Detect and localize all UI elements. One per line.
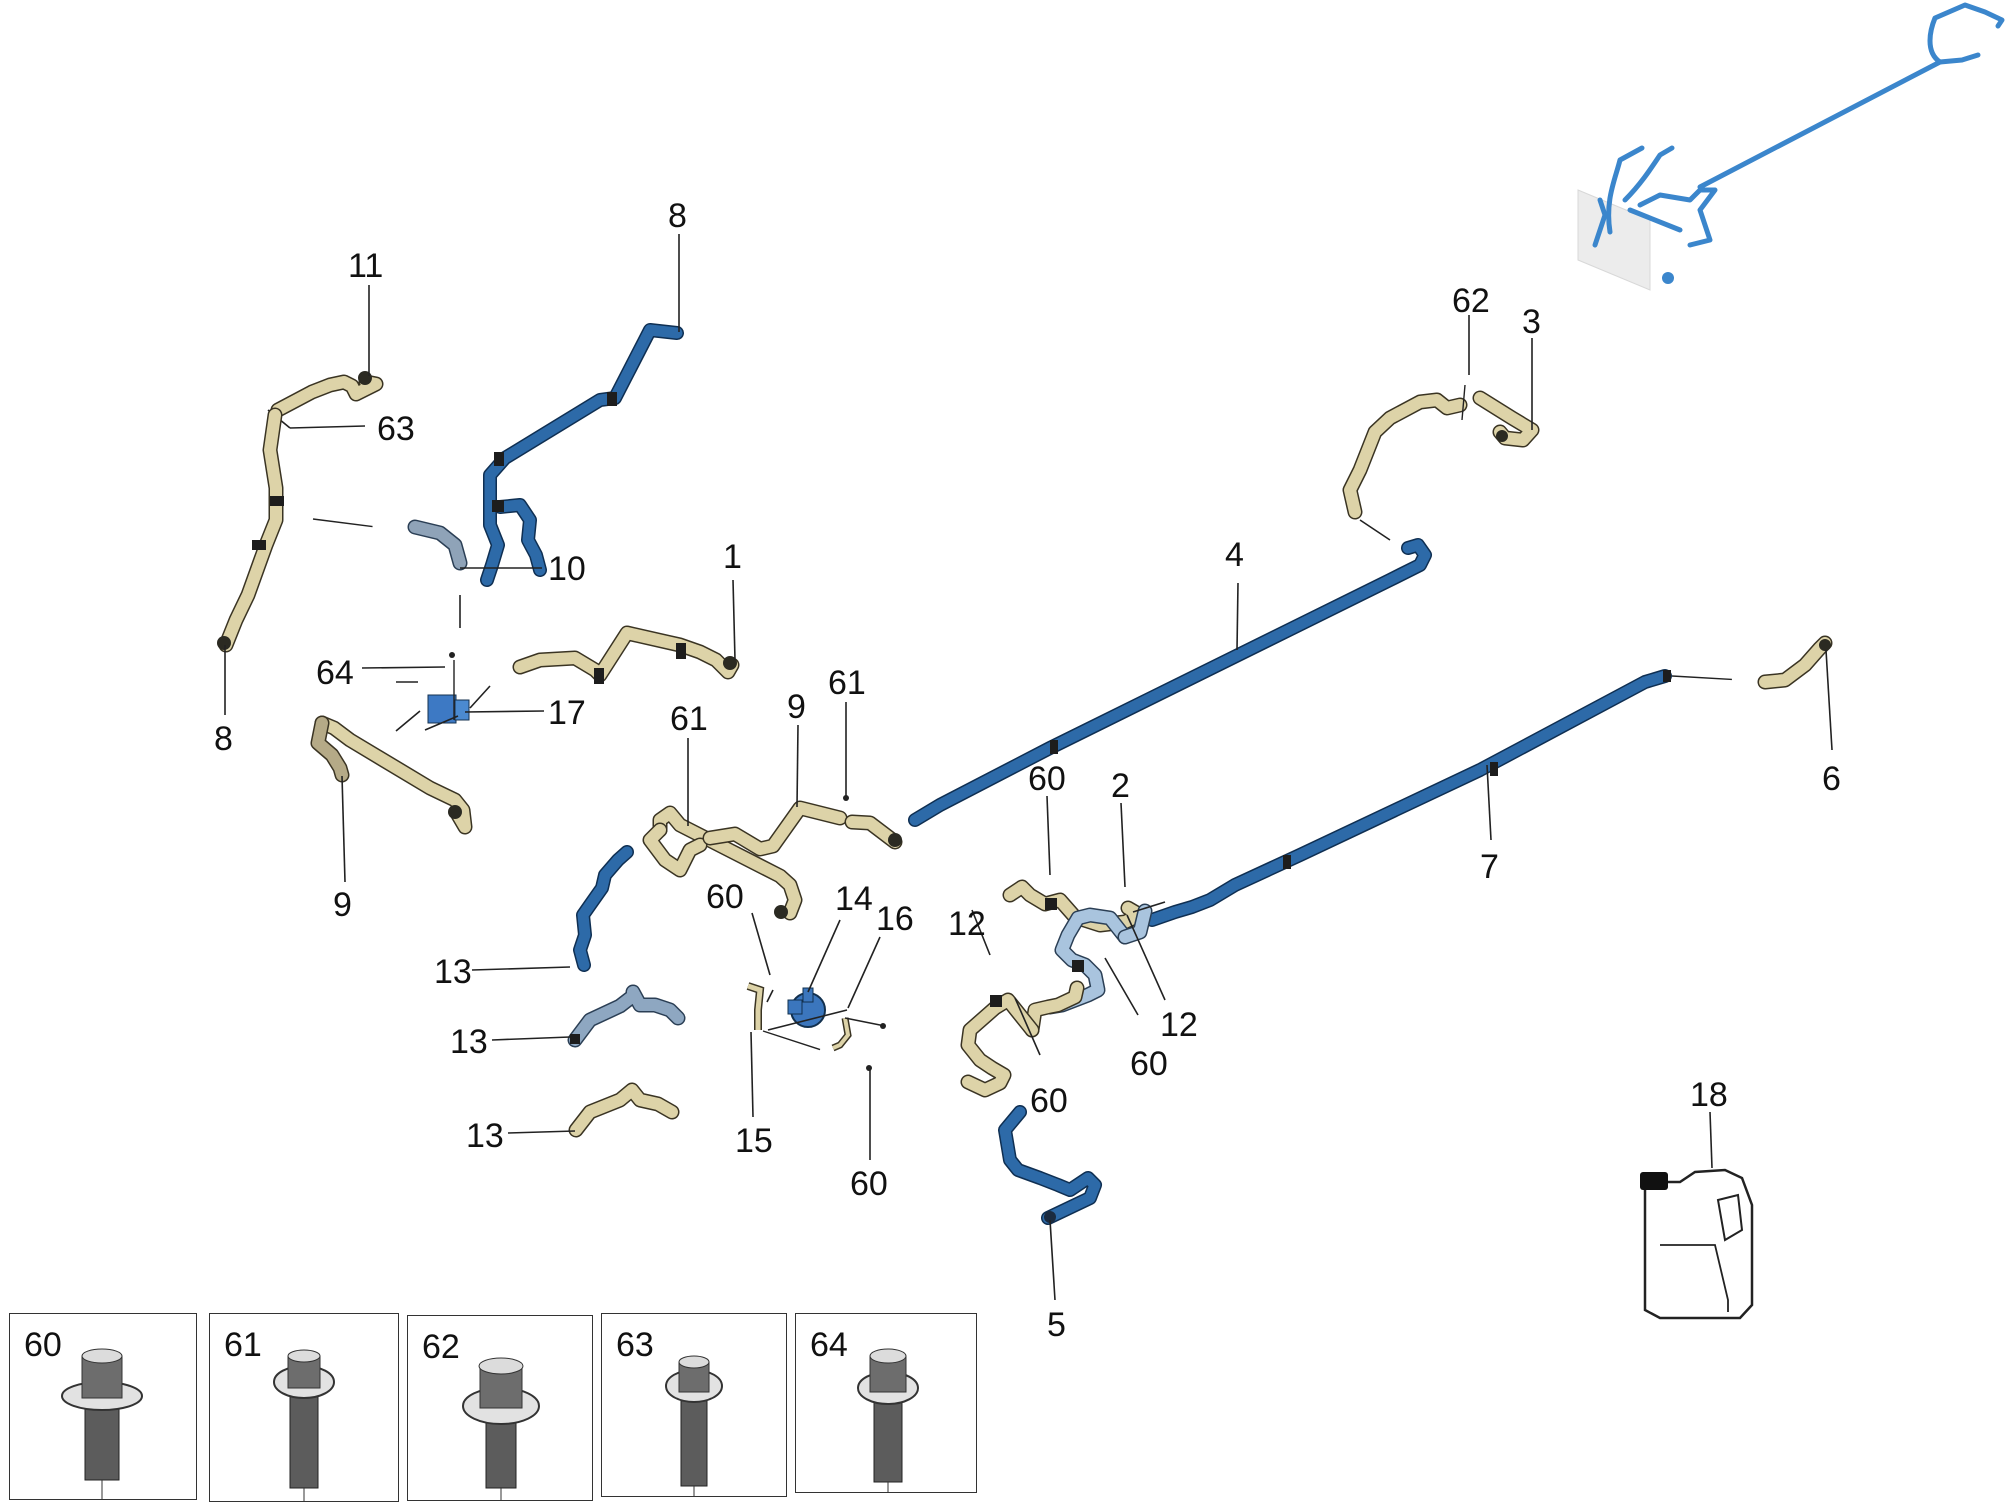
callout-2: 2 bbox=[1111, 767, 1130, 805]
bolt-icon bbox=[857, 1348, 919, 1492]
callout-12-left: 12 bbox=[948, 905, 986, 943]
bolt-icon bbox=[273, 1349, 335, 1501]
callout-13-tan: 13 bbox=[466, 1117, 504, 1155]
part-12-tan-hose bbox=[960, 980, 1085, 1098]
part-11-hose bbox=[270, 371, 384, 418]
callout-5: 5 bbox=[1047, 1306, 1066, 1344]
callout-9-left: 9 bbox=[333, 886, 352, 924]
fastener-box-61: 61 bbox=[209, 1313, 399, 1502]
callout-61-right: 61 bbox=[828, 664, 866, 702]
callout-63: 63 bbox=[377, 410, 415, 448]
callout-60-d: 60 bbox=[706, 878, 744, 916]
part-1-hose bbox=[512, 625, 740, 684]
bolt-icon bbox=[462, 1357, 540, 1500]
callout-3: 3 bbox=[1522, 303, 1541, 341]
part-3-hose bbox=[1342, 384, 1540, 520]
part-8-tan-hose bbox=[217, 407, 284, 653]
fastener-box-62: 62 bbox=[407, 1315, 593, 1501]
callout-12-right: 12 bbox=[1160, 1006, 1198, 1044]
part-10-hose bbox=[407, 519, 468, 571]
part-13-light-blue-hose bbox=[567, 984, 686, 1048]
callout-1: 1 bbox=[723, 538, 742, 576]
callout-9-center: 9 bbox=[787, 688, 806, 726]
part-9-left-hose bbox=[310, 715, 473, 835]
fastener-box-63: 63 bbox=[601, 1313, 787, 1497]
callout-17: 17 bbox=[548, 694, 586, 732]
callout-14: 14 bbox=[835, 880, 873, 918]
bolt-icon bbox=[665, 1355, 723, 1496]
callout-13-blue: 13 bbox=[434, 953, 472, 991]
fastener-number: 64 bbox=[810, 1326, 848, 1364]
fastener-number: 62 bbox=[422, 1328, 460, 1366]
part-12-light-blue-hose bbox=[1042, 903, 1153, 1015]
callout-8-lower: 8 bbox=[214, 720, 233, 758]
callout-62: 62 bbox=[1452, 282, 1490, 320]
callout-16: 16 bbox=[876, 900, 914, 938]
part-15-bracket bbox=[746, 982, 765, 1030]
fastener-number: 61 bbox=[224, 1326, 262, 1364]
callout-8-upper: 8 bbox=[668, 197, 687, 235]
callout-60-e: 60 bbox=[850, 1165, 888, 1203]
callout-15: 15 bbox=[735, 1122, 773, 1160]
fastener-number: 60 bbox=[24, 1326, 62, 1364]
part-14-water-pump bbox=[787, 987, 826, 1028]
part-6-hose bbox=[1757, 635, 1833, 690]
callout-64: 64 bbox=[316, 654, 354, 692]
part-13-tan-hose bbox=[568, 1082, 680, 1138]
callout-13-light: 13 bbox=[450, 1023, 488, 1061]
callout-11: 11 bbox=[348, 247, 383, 285]
callout-6: 6 bbox=[1822, 760, 1841, 798]
fastener-number: 63 bbox=[616, 1326, 654, 1364]
callout-61-left: 61 bbox=[670, 700, 708, 738]
callout-60-a: 60 bbox=[1028, 760, 1066, 798]
part-9-center-hose bbox=[642, 800, 903, 921]
bolt-icon bbox=[61, 1348, 143, 1499]
callout-4: 4 bbox=[1225, 536, 1244, 574]
part-17-bracket bbox=[427, 652, 470, 724]
part-7-long-pipe bbox=[1145, 669, 1672, 927]
part-13-blue-hose bbox=[573, 845, 634, 972]
part-5-blue-hose bbox=[998, 1105, 1102, 1225]
part-16-strap bbox=[831, 1017, 852, 1052]
part-2-hose bbox=[1002, 879, 1148, 933]
callout-18: 18 bbox=[1690, 1076, 1728, 1114]
vehicle-coolant-overview-thumbnail bbox=[1577, 2, 2005, 291]
callout-10: 10 bbox=[548, 550, 586, 588]
callout-60-c: 60 bbox=[1030, 1082, 1068, 1120]
part-18-coolant-bottle bbox=[1640, 1168, 1754, 1320]
part-8-blue-hose bbox=[480, 323, 684, 587]
callout-60-b: 60 bbox=[1130, 1045, 1168, 1083]
callout-7: 7 bbox=[1480, 848, 1499, 886]
fastener-box-64: 64 bbox=[795, 1313, 977, 1493]
fastener-box-60: 60 bbox=[9, 1313, 197, 1500]
part-4-long-pipe bbox=[908, 538, 1432, 827]
